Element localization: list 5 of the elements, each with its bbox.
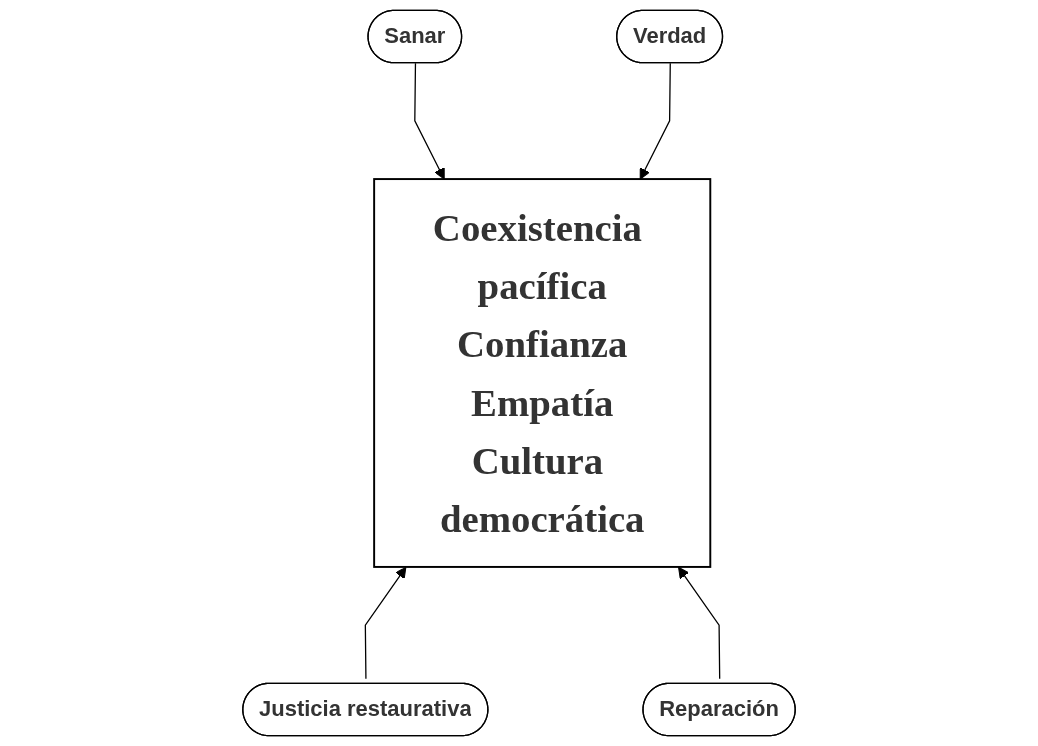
arrow xyxy=(639,62,671,180)
arrow xyxy=(364,566,407,680)
arrow xyxy=(678,566,721,680)
node-box: Coexistencia pacífica Confianza Empatía Cultura democrática xyxy=(373,178,712,568)
arrow xyxy=(414,62,445,180)
